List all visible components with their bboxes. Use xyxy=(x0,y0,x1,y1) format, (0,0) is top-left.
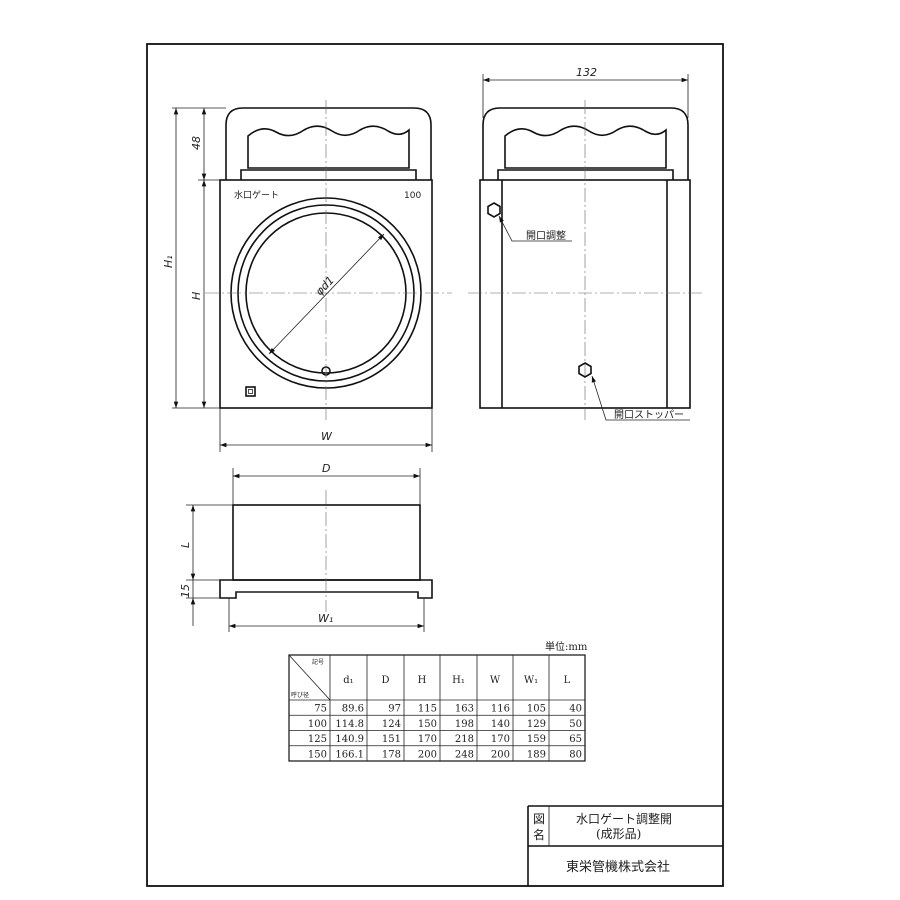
tb-title-2: (成形品) xyxy=(596,827,641,841)
table-cell: 159 xyxy=(527,734,546,745)
handle-outer xyxy=(225,107,432,180)
table-cell: 105 xyxy=(527,704,546,715)
table-grid xyxy=(289,655,585,761)
front-view: φd1 水口ゲート 100 48 H H₁ W xyxy=(162,100,452,452)
dim-15-label: 15 xyxy=(179,584,192,598)
stopper-bolt-hex xyxy=(578,362,592,378)
table-header-cell: D xyxy=(381,675,389,686)
table-cell: 150 xyxy=(418,719,437,730)
table-cell: 189 xyxy=(527,749,546,760)
corner-bottom-label: 呼び径 xyxy=(291,691,309,699)
side-handle-inner xyxy=(497,169,674,180)
table-cell: 170 xyxy=(418,734,437,745)
table-cell: 218 xyxy=(455,734,474,745)
dim-48-label: 48 xyxy=(190,136,203,150)
maker-mark-inner xyxy=(248,389,253,394)
table-cell: 100 xyxy=(308,719,327,730)
table-cell: 89.6 xyxy=(342,704,364,715)
table-unit: 単位:mm xyxy=(545,640,588,653)
bottom-body xyxy=(232,504,421,581)
dim-132-label: 132 xyxy=(576,66,597,79)
table-cell: 151 xyxy=(382,734,401,745)
table-cell: 200 xyxy=(418,749,437,760)
dim-w1-label: W₁ xyxy=(318,612,333,625)
stopper-callout: 開口ストッパー xyxy=(614,409,684,421)
table-cell: 115 xyxy=(418,704,437,715)
plate-size: 100 xyxy=(404,191,421,201)
dim-d-label: D xyxy=(322,462,330,475)
dim-h1-label: H₁ xyxy=(162,255,175,268)
table-cell: 178 xyxy=(382,749,401,760)
spec-table: 単位:mm 記号 呼び径 d₁ D H H₁ W W₁ L 75 89.6 97 115 163 11… xyxy=(288,640,588,762)
table-cell: 124 xyxy=(382,719,401,730)
table-headers: d₁ D H H₁ W W₁ L xyxy=(343,675,570,686)
table-cell: 75 xyxy=(314,704,327,715)
table-cell: 198 xyxy=(455,719,474,730)
side-view: 開口調整 開口ストッパー 132 xyxy=(468,66,705,421)
tb-company: 東栄管機株式会社 xyxy=(566,859,670,875)
table-cell: 80 xyxy=(569,749,582,760)
table-cell: 129 xyxy=(527,719,546,730)
diameter-line xyxy=(268,233,385,355)
table-header-cell: W xyxy=(490,675,501,686)
table-cell: 125 xyxy=(308,734,327,745)
table-header-cell: L xyxy=(564,675,571,686)
table-rows: 75 89.6 97 115 163 116 105 40 100 114.8 124 150 198 1… xyxy=(308,704,582,761)
adjust-callout: 開口調整 xyxy=(526,229,566,242)
table-frame xyxy=(288,654,586,762)
side-handle-grip xyxy=(504,125,667,169)
dim-w-label: W xyxy=(321,430,333,443)
table-cell: 200 xyxy=(491,749,510,760)
table-cell: 166.1 xyxy=(335,749,364,760)
plate-label: 水口ゲート xyxy=(234,189,279,201)
handle-inner xyxy=(240,169,417,180)
table-header-cell: H xyxy=(418,675,427,686)
stopper-leader xyxy=(591,375,612,421)
drawing-border xyxy=(146,43,724,887)
adjust-leader xyxy=(498,215,525,242)
tb-label-2: 名 xyxy=(533,827,545,842)
table-cell: 140 xyxy=(491,719,510,730)
table-cell: 40 xyxy=(569,704,582,715)
title-block: 図 名 水口ゲート調整開 (成形品) 東栄管機株式会社 xyxy=(527,805,723,886)
table-cell: 248 xyxy=(455,749,474,760)
side-handle-outer xyxy=(482,107,689,180)
diameter-label: φd1 xyxy=(313,274,337,298)
dim-l-label: L xyxy=(179,542,192,548)
adjust-bolt-hex xyxy=(487,202,501,218)
corner-diagonal xyxy=(288,654,331,701)
table-cell: 50 xyxy=(569,719,582,730)
handle-grip xyxy=(247,125,410,169)
table-cell: 170 xyxy=(491,734,510,745)
table-cell: 140.9 xyxy=(335,734,364,745)
dim-h-label: H xyxy=(190,292,203,300)
table-header-cell: W₁ xyxy=(524,675,538,686)
table-cell: 97 xyxy=(388,704,401,715)
table-header-cell: d₁ xyxy=(343,675,353,686)
table-cell: 65 xyxy=(569,734,582,745)
table-cell: 150 xyxy=(308,749,327,760)
maker-mark xyxy=(245,386,256,397)
table-cell: 163 xyxy=(455,704,474,715)
tb-title-1: 水口ゲート調整開 xyxy=(576,811,672,826)
tb-label-1: 図 xyxy=(533,812,545,826)
corner-top-label: 記号 xyxy=(312,658,324,666)
table-header-cell: H₁ xyxy=(452,675,465,686)
bottom-view: D L 15 W₁ xyxy=(179,462,433,632)
table-cell: 114.8 xyxy=(335,719,364,730)
table-cell: 116 xyxy=(491,704,510,715)
